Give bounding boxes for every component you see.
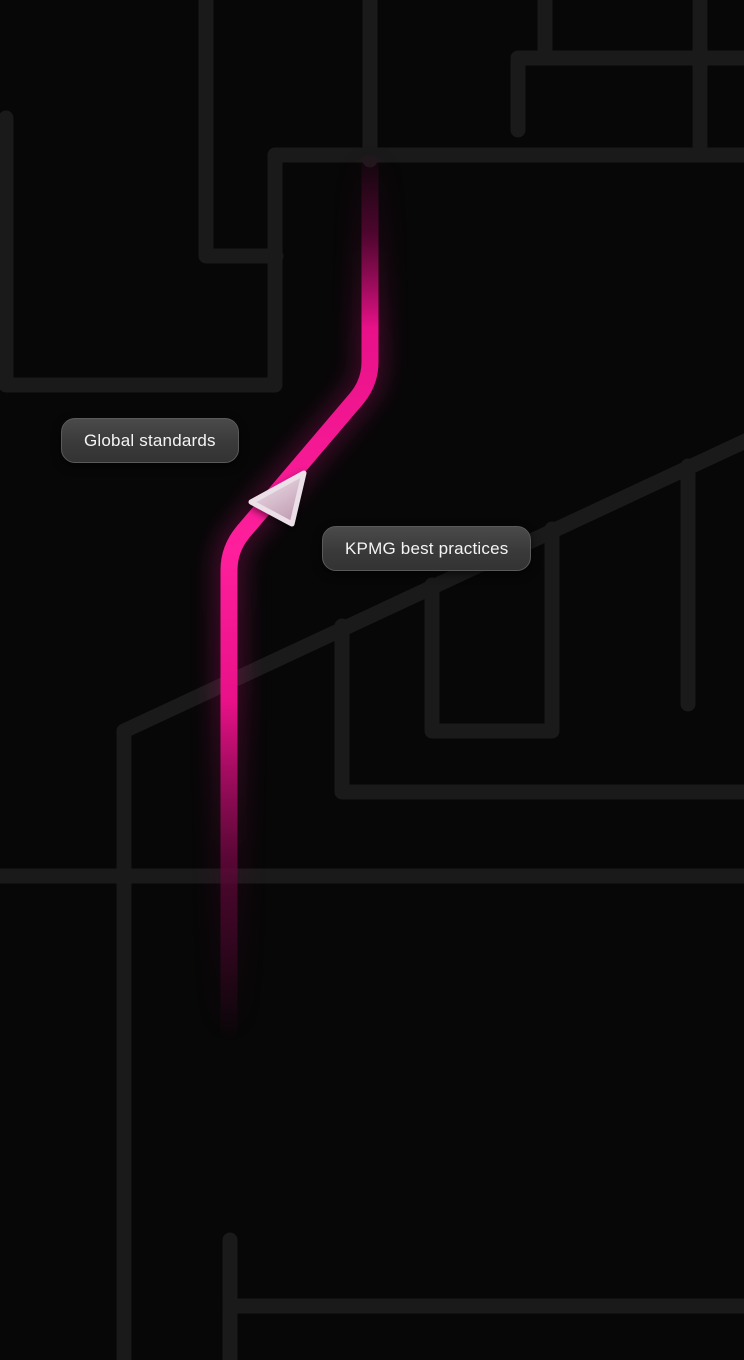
- road-segment: [334, 618, 744, 800]
- road-segment: [267, 147, 744, 393]
- road-segment: [0, 110, 283, 393]
- road-segment: [510, 50, 744, 138]
- navigation-arrow-icon: [248, 470, 307, 527]
- road-segment: [198, 0, 284, 264]
- route-glow: [211, 144, 388, 1050]
- route-label-kpmg-best-practices: KPMG best practices: [322, 526, 532, 571]
- route-label-global-standards: Global standards: [61, 418, 239, 463]
- route-path: [220, 153, 379, 1041]
- road-segment: [424, 521, 560, 739]
- road-segment: [116, 433, 744, 1360]
